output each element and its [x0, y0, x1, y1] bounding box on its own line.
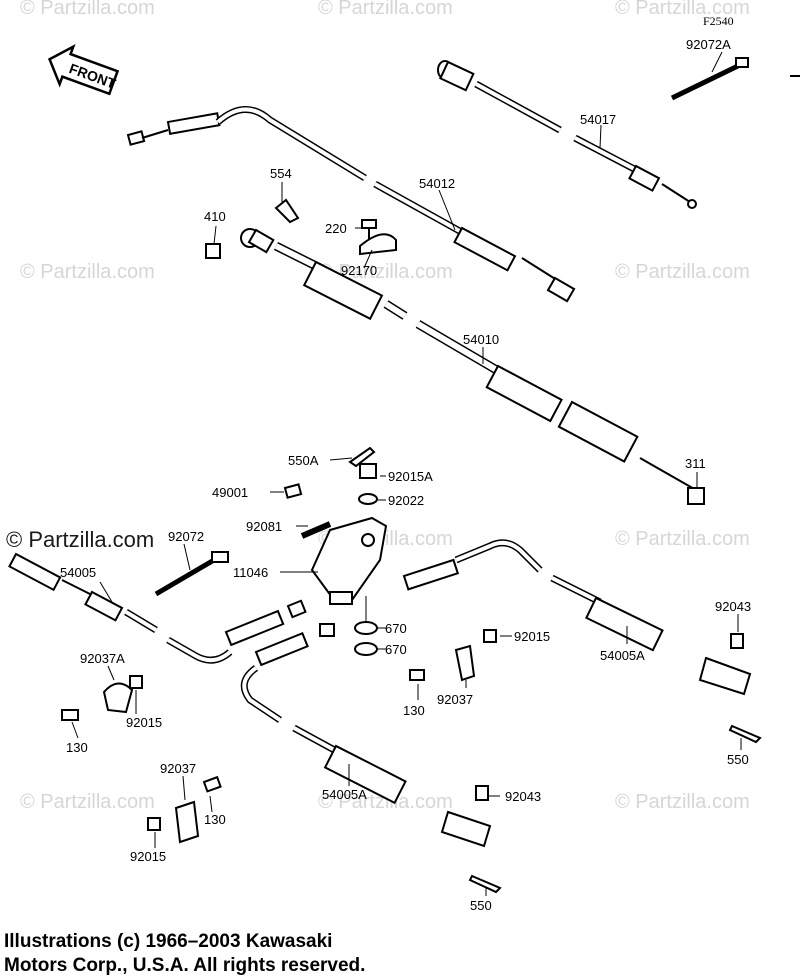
cable-54005A-right [402, 539, 762, 744]
part-label-92072: 92072 [168, 529, 204, 544]
hardware-bottom [147, 775, 222, 844]
part-label-54005A: 54005A [322, 787, 367, 802]
cable-54010 [240, 228, 697, 491]
part-label-550: 550 [727, 752, 749, 767]
watermark: © Partzilla.com [20, 791, 155, 813]
nut-311 [687, 487, 705, 505]
part-label-92170: 92170 [341, 263, 377, 278]
part-label-130: 130 [403, 703, 425, 718]
bolt-clamp-220 [359, 219, 397, 256]
part-label-92043: 92043 [505, 789, 541, 804]
hardware-left [61, 675, 143, 721]
clip-554 [274, 198, 300, 224]
copyright-line-2: Motors Corp., U.S.A. All rights reserved… [4, 955, 366, 976]
part-label-92015A: 92015A [388, 469, 433, 484]
watermark: © Partzilla.com [318, 0, 453, 19]
part-label-311: 311 [685, 456, 706, 471]
cable-54017 [437, 60, 697, 209]
figure-code: F2540 [703, 14, 734, 28]
copyright-notice: Illustrations (c) 1966–2003 Kawasaki Mot… [4, 930, 365, 978]
watermark-strong: © Partzilla.com [6, 527, 154, 552]
part-label-130: 130 [66, 740, 88, 755]
part-label-92037: 92037 [437, 692, 473, 707]
part-label-54017: 54017 [580, 112, 616, 127]
part-labels: 92072A 54017 54012 554 410 220 92170 540… [60, 37, 751, 913]
cable-54005 [8, 552, 307, 664]
watermark: © Partzilla.com [615, 0, 750, 19]
cable-54012 [126, 106, 576, 303]
watermark: © Partzilla.com [318, 791, 453, 813]
copyright-line-1: Illustrations (c) 1966–2003 Kawasaki [4, 931, 333, 952]
cable-54005A-bottom [240, 623, 502, 894]
part-label-92081: 92081 [246, 519, 282, 534]
part-label-49001: 49001 [212, 485, 248, 500]
strap-92072A [670, 57, 749, 101]
front-arrow: FRONT [47, 43, 120, 96]
part-label-220: 220 [325, 221, 347, 236]
watermark: © Partzilla.com [615, 528, 750, 550]
part-label-92015: 92015 [126, 715, 162, 730]
watermark: © Partzilla.com [20, 0, 155, 19]
part-label-670: 670 [385, 642, 407, 657]
nut-410 [205, 243, 221, 259]
part-label-92037A: 92037A [80, 651, 125, 666]
strap-92072 [154, 551, 229, 597]
part-label-92015: 92015 [514, 629, 550, 644]
leader-lines [71, 51, 742, 896]
part-label-92037: 92037 [160, 761, 196, 776]
part-label-550: 550 [470, 898, 492, 913]
part-label-130: 130 [204, 812, 226, 827]
part-label-550A: 550A [288, 453, 319, 468]
part-label-54010: 54010 [463, 332, 499, 347]
part-label-410: 410 [204, 209, 226, 224]
watermark: © Partzilla.com [318, 261, 453, 283]
hardware-mid [409, 629, 497, 682]
part-label-554: 554 [270, 166, 292, 181]
watermark: © Partzilla.com [615, 791, 750, 813]
part-label-92072A: 92072A [686, 37, 731, 52]
part-label-11046: 11046 [233, 565, 268, 580]
part-label-92043: 92043 [715, 599, 751, 614]
part-label-54005A: 54005A [600, 648, 645, 663]
part-label-54012: 54012 [419, 176, 455, 191]
watermark: © Partzilla.com [615, 261, 750, 283]
part-label-670: 670 [385, 621, 407, 636]
watermark: © Partzilla.com [20, 261, 155, 283]
part-label-54005: 54005 [60, 565, 96, 580]
part-label-92015: 92015 [130, 849, 166, 864]
part-label-92022: 92022 [388, 493, 424, 508]
bracket-assembly [283, 446, 388, 656]
